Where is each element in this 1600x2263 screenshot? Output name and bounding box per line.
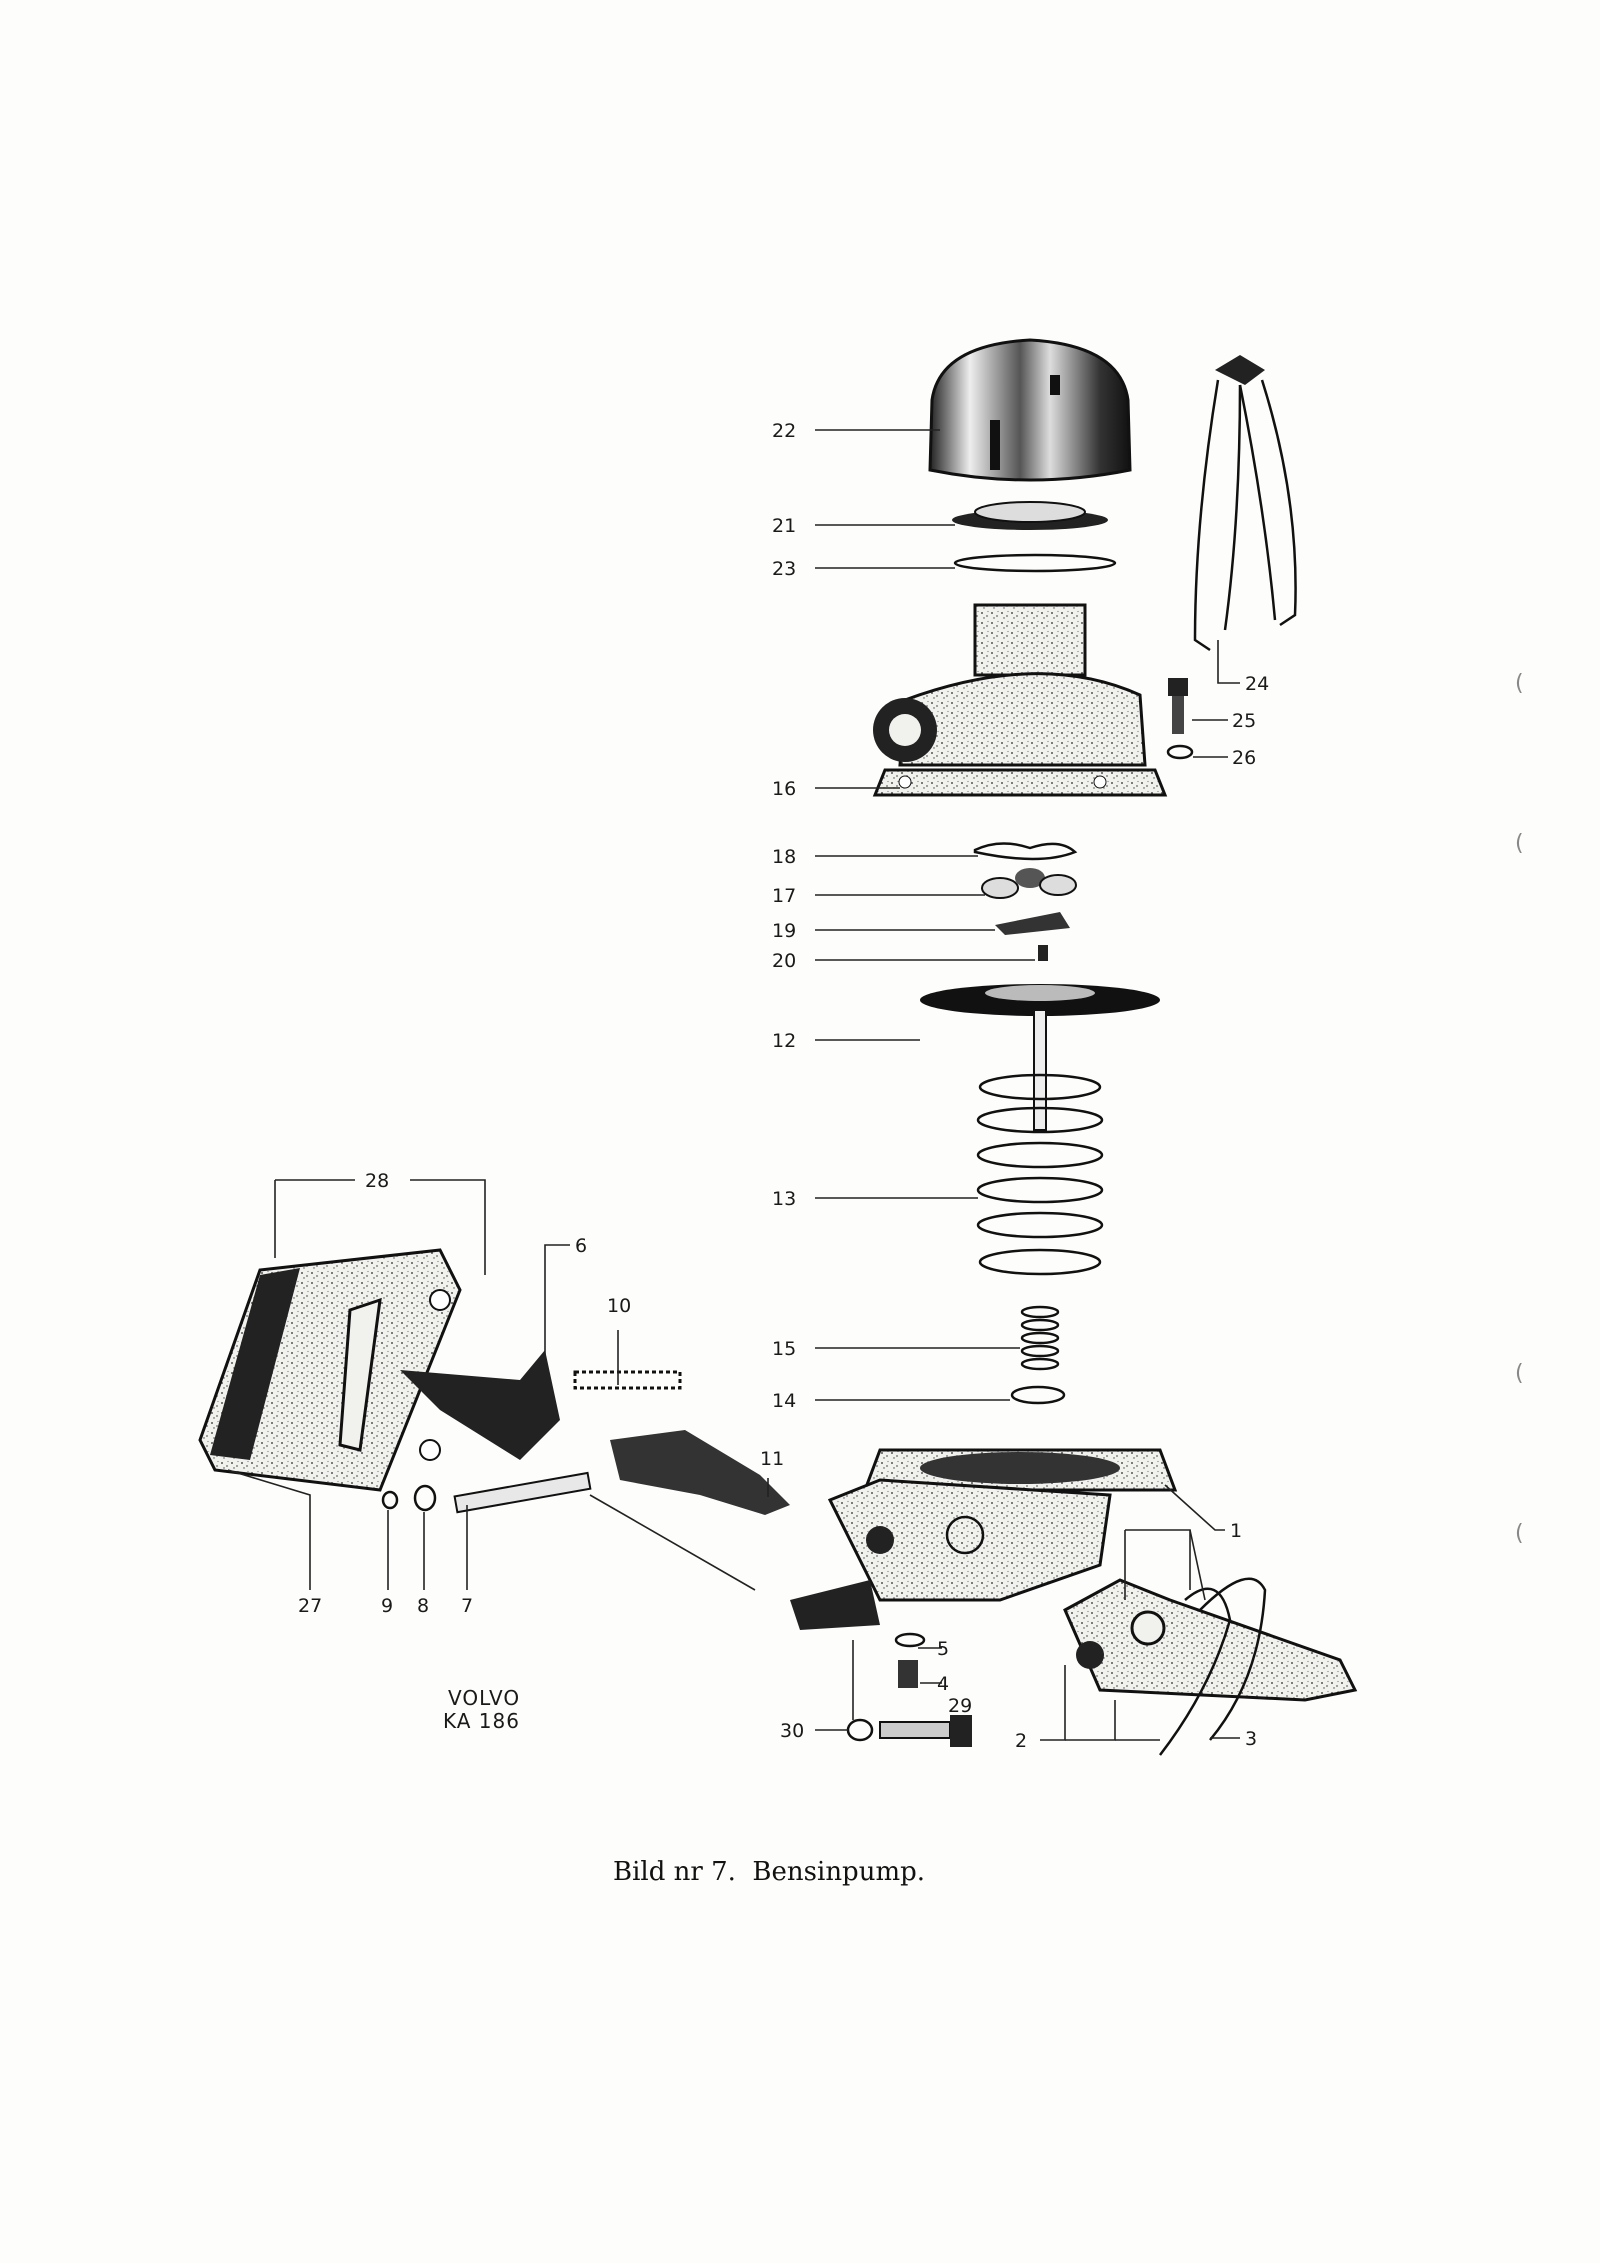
mounting-bolt <box>879 1715 972 1747</box>
callout-29: 29 <box>948 1695 972 1717</box>
rocker-pin <box>453 1471 592 1514</box>
callout-27: 27 <box>298 1595 322 1617</box>
edge-mark-2: ( <box>1515 831 1524 856</box>
oil-seal-spring <box>1020 1305 1060 1371</box>
valves <box>981 868 1077 899</box>
callout-12: 12 <box>772 1030 796 1052</box>
screw-washer <box>1166 744 1194 760</box>
plug-screw <box>898 1660 918 1688</box>
callout-22: 22 <box>772 420 796 442</box>
hand-lever-spring <box>573 1370 682 1390</box>
callout-6: 6 <box>575 1235 587 1257</box>
callout-10: 10 <box>607 1295 631 1317</box>
dome-cover <box>928 338 1132 482</box>
callout-3: 3 <box>1245 1728 1257 1750</box>
rocker-return-spring <box>1199 1577 1267 1741</box>
cover-screw <box>1168 678 1188 734</box>
callout-20: 20 <box>772 950 796 972</box>
pin-clip <box>381 1490 399 1510</box>
callout-4: 4 <box>937 1673 949 1695</box>
callout-9: 9 <box>381 1595 393 1617</box>
plug-washer <box>894 1632 926 1648</box>
callout-30: 30 <box>780 1720 804 1742</box>
callout-labels: 22 21 23 24 25 26 16 18 17 19 20 12 13 1… <box>298 420 1269 1752</box>
callout-5: 5 <box>937 1638 949 1660</box>
valve-retainer <box>995 912 1070 935</box>
callout-2: 2 <box>1015 1730 1027 1752</box>
rocker-spring-wire <box>1159 1587 1232 1756</box>
diaphragm-spring <box>976 1073 1104 1276</box>
hand-primer-housing <box>198 1248 462 1492</box>
callout-15: 15 <box>772 1338 796 1360</box>
valve-gasket <box>973 842 1078 861</box>
upper-pump-body <box>872 603 1168 797</box>
link-arm <box>610 1430 790 1515</box>
callout-18: 18 <box>772 846 796 868</box>
cover-gasket <box>953 553 1117 573</box>
callout-24: 24 <box>1245 673 1269 695</box>
callout-28: 28 <box>365 1170 389 1192</box>
rocker-arm <box>1063 1578 1358 1702</box>
hand-lever <box>400 1350 560 1460</box>
stamp-line-2: KA 186 <box>443 1709 520 1733</box>
callout-26: 26 <box>1232 747 1256 769</box>
strainer-disc <box>952 501 1108 530</box>
retaining-clamp <box>1193 355 1297 652</box>
callout-25: 25 <box>1232 710 1256 732</box>
callout-17: 17 <box>772 885 796 907</box>
callout-14: 14 <box>772 1390 796 1412</box>
lower-pump-body <box>790 1448 1178 1630</box>
stamp-line-1: VOLVO <box>448 1686 520 1710</box>
edge-mark-3: ( <box>1515 1361 1524 1386</box>
bolt-washer <box>846 1718 874 1742</box>
oil-seal-washer <box>1010 1385 1066 1405</box>
callout-8: 8 <box>417 1595 429 1617</box>
callout-13: 13 <box>772 1188 796 1210</box>
edge-mark-4: ( <box>1515 1521 1524 1546</box>
edge-mark-1: ( <box>1515 671 1524 696</box>
figure-caption: Bild nr 7. Bensinpump. <box>613 1857 925 1887</box>
callout-21: 21 <box>772 515 796 537</box>
leader-lines <box>227 429 1240 1741</box>
callout-7: 7 <box>461 1595 473 1617</box>
callout-16: 16 <box>772 778 796 800</box>
callout-23: 23 <box>772 558 796 580</box>
pin-washer <box>413 1484 437 1512</box>
retainer-screw <box>1038 945 1048 961</box>
callout-19: 19 <box>772 920 796 942</box>
callout-11: 11 <box>760 1448 784 1470</box>
callout-1: 1 <box>1230 1520 1242 1542</box>
